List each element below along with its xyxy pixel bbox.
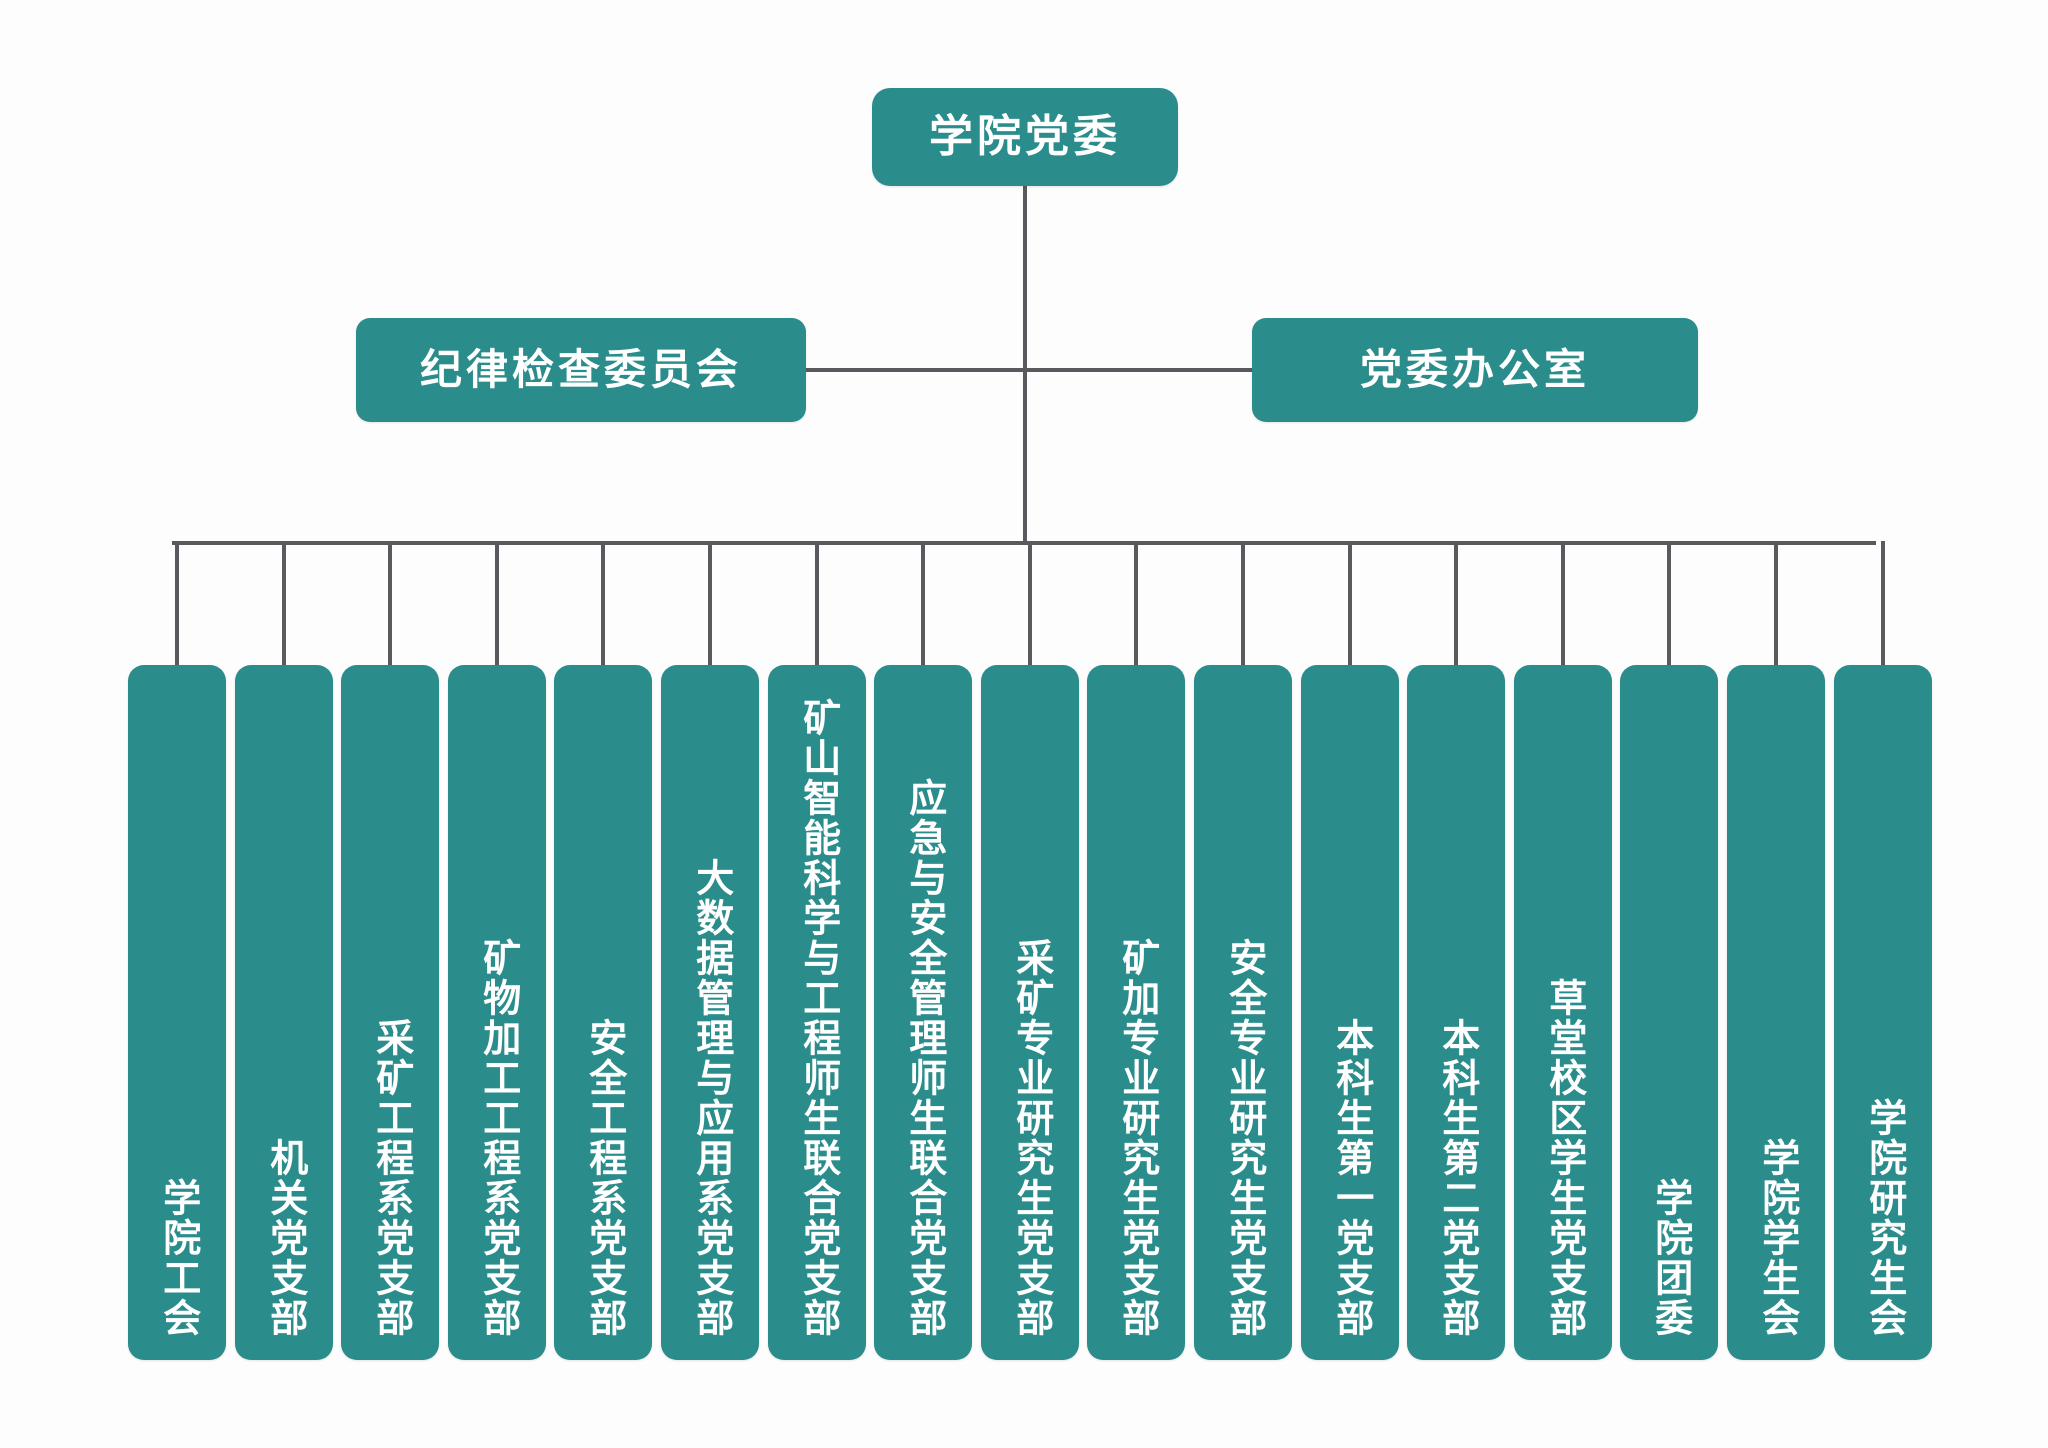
node-party-office-label: 党委办公室 [1359,346,1590,393]
node-branch-label: 应急与安全管理师生联合党支部 [902,778,945,1338]
connector-branch-bus [172,541,1876,545]
node-branch-label: 学院研究生会 [1862,1098,1905,1338]
node-branch[interactable]: 本科生第二党支部 [1407,665,1505,1360]
node-branch[interactable]: 采矿工程系党支部 [341,665,439,1360]
node-branch-label: 本科生第二党支部 [1435,1018,1478,1338]
node-branch[interactable]: 应急与安全管理师生联合党支部 [874,665,972,1360]
node-branch[interactable]: 草堂校区学生党支部 [1514,665,1612,1360]
node-branch-label: 矿山智能科学与工程师生联合党支部 [796,698,839,1338]
node-party-office[interactable]: 党委办公室 [1252,318,1698,422]
node-branch[interactable]: 大数据管理与应用系党支部 [661,665,759,1360]
connector-branch-drop [815,541,819,669]
connector-branch-drop [282,541,286,669]
node-branch-label: 安全工程系党支部 [582,1018,625,1338]
node-branch-label: 草堂校区学生党支部 [1542,978,1585,1338]
connector-branch-drop [708,541,712,669]
node-branch[interactable]: 学院工会 [128,665,226,1360]
node-branch[interactable]: 安全专业研究生党支部 [1194,665,1292,1360]
connector-level2-right [1023,368,1254,372]
connector-branch-drop [1134,541,1138,669]
node-branch[interactable]: 矿山智能科学与工程师生联合党支部 [768,665,866,1360]
node-root-label: 学院党委 [929,112,1121,161]
node-branch[interactable]: 矿物加工工程系党支部 [448,665,546,1360]
node-branch[interactable]: 采矿专业研究生党支部 [981,665,1079,1360]
node-root[interactable]: 学院党委 [872,88,1178,186]
connector-branch-drop [175,541,179,669]
connector-branch-drop [388,541,392,669]
node-branch[interactable]: 学院学生会 [1727,665,1825,1360]
node-branch[interactable]: 学院研究生会 [1834,665,1932,1360]
node-branch[interactable]: 本科生第一党支部 [1301,665,1399,1360]
node-branch[interactable]: 安全工程系党支部 [554,665,652,1360]
connector-branch-drop [1348,541,1352,669]
connector-branch-drop [1241,541,1245,669]
node-branch-label: 学院团委 [1648,1178,1691,1338]
connector-root-stem [1023,186,1027,544]
connector-branch-drop [1881,541,1885,669]
node-branch-label: 矿物加工工程系党支部 [476,938,519,1338]
connector-branch-drop [921,541,925,669]
node-discipline-committee-label: 纪律检查委员会 [419,346,742,393]
node-branch-label: 学院学生会 [1755,1138,1798,1338]
node-branch[interactable]: 学院团委 [1620,665,1718,1360]
connector-branch-drop [1774,541,1778,669]
node-branch[interactable]: 矿加专业研究生党支部 [1087,665,1185,1360]
node-discipline-committee[interactable]: 纪律检查委员会 [356,318,806,422]
connector-branch-drop [495,541,499,669]
connector-level2-left [806,368,1025,372]
node-branch-label: 大数据管理与应用系党支部 [689,858,732,1338]
node-branch-label: 机关党支部 [263,1138,306,1338]
connector-branch-drop [1454,541,1458,669]
connector-branch-drop [1667,541,1671,669]
connector-branch-drop [1028,541,1032,669]
node-branch-label: 采矿工程系党支部 [369,1018,412,1338]
node-branch-label: 学院工会 [156,1178,199,1338]
node-branch-label: 本科生第一党支部 [1329,1018,1372,1338]
node-branch-label: 矿加专业研究生党支部 [1115,938,1158,1338]
connector-branch-drop [601,541,605,669]
node-branch[interactable]: 机关党支部 [235,665,333,1360]
node-branch-label: 采矿专业研究生党支部 [1009,938,1052,1338]
connector-branch-drop [1561,541,1565,669]
node-branch-label: 安全专业研究生党支部 [1222,938,1265,1338]
